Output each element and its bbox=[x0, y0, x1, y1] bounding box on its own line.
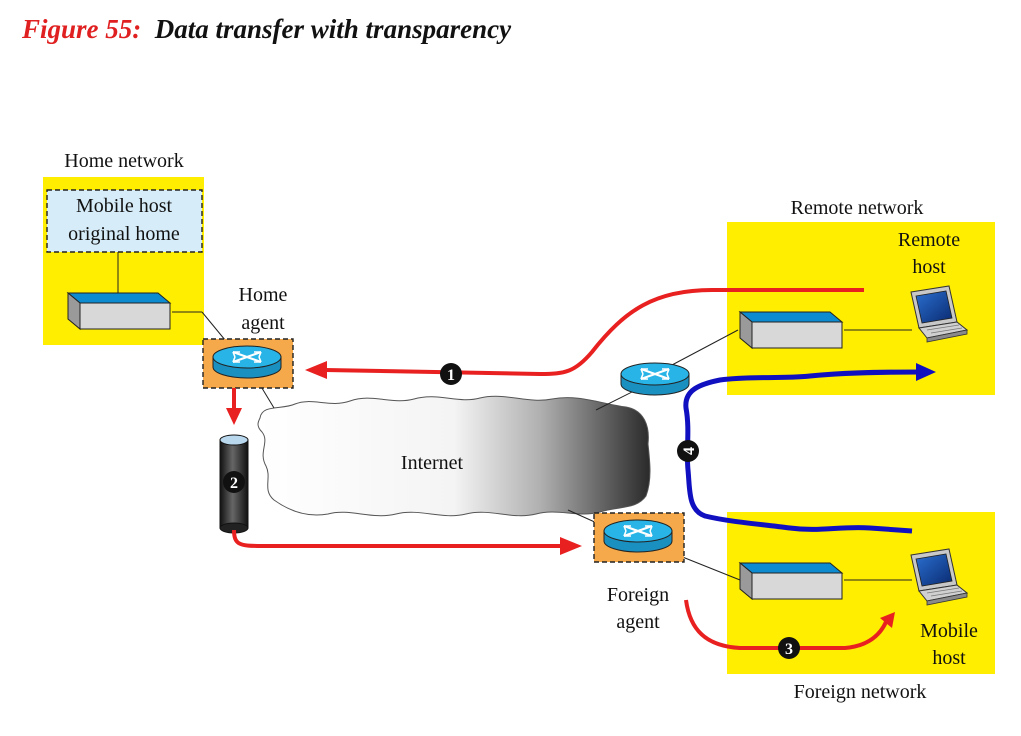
step-marker-2: 2 bbox=[223, 471, 245, 493]
remote-host-label-line2: host bbox=[912, 256, 946, 278]
figure-title: Figure 55: Data transfer with transparen… bbox=[22, 14, 511, 45]
home-host-box-icon bbox=[67, 292, 171, 330]
foreign-network-label: Foreign network bbox=[794, 681, 927, 703]
foreign-network-host-box-icon bbox=[739, 562, 843, 600]
svg-text:4: 4 bbox=[681, 447, 698, 455]
remote-router-icon bbox=[619, 361, 691, 397]
figure-number: Figure 55: bbox=[22, 14, 142, 44]
remote-network-label: Remote network bbox=[791, 197, 924, 219]
home-agent-label-line1: Home bbox=[239, 284, 288, 306]
step-marker-1: 1 bbox=[440, 363, 462, 385]
home-network-label: Home network bbox=[64, 150, 183, 172]
remote-host-label-line1: Remote bbox=[898, 229, 960, 251]
internet-label: Internet bbox=[401, 452, 464, 474]
mobile-host-label-line2: host bbox=[932, 647, 966, 669]
svg-text:1: 1 bbox=[447, 367, 455, 384]
figure-caption: Data transfer with transparency bbox=[154, 14, 512, 44]
foreign-agent-label-line2: agent bbox=[616, 611, 660, 633]
foreign-agent-label-line1: Foreign bbox=[607, 584, 669, 606]
blue-data-path bbox=[683, 363, 936, 534]
home-agent-router-icon bbox=[211, 344, 283, 380]
svg-text:2: 2 bbox=[230, 475, 238, 492]
mobile-host-original-home-label-line1: Mobile host bbox=[76, 195, 173, 217]
red-data-path bbox=[226, 288, 895, 650]
original-home-box bbox=[46, 189, 203, 253]
internet-cloud bbox=[257, 395, 651, 517]
svg-text:3: 3 bbox=[785, 641, 793, 658]
remote-network-host-box-icon bbox=[739, 311, 843, 349]
step-marker-4: 4 bbox=[677, 440, 699, 462]
step-marker-3: 3 bbox=[778, 637, 800, 659]
mobile-host-label-line1: Mobile bbox=[920, 620, 978, 642]
home-agent-label-line2: agent bbox=[241, 312, 285, 334]
foreign-agent-router-icon bbox=[602, 518, 674, 554]
mobile-host-original-home-label-line2: original home bbox=[68, 223, 180, 245]
